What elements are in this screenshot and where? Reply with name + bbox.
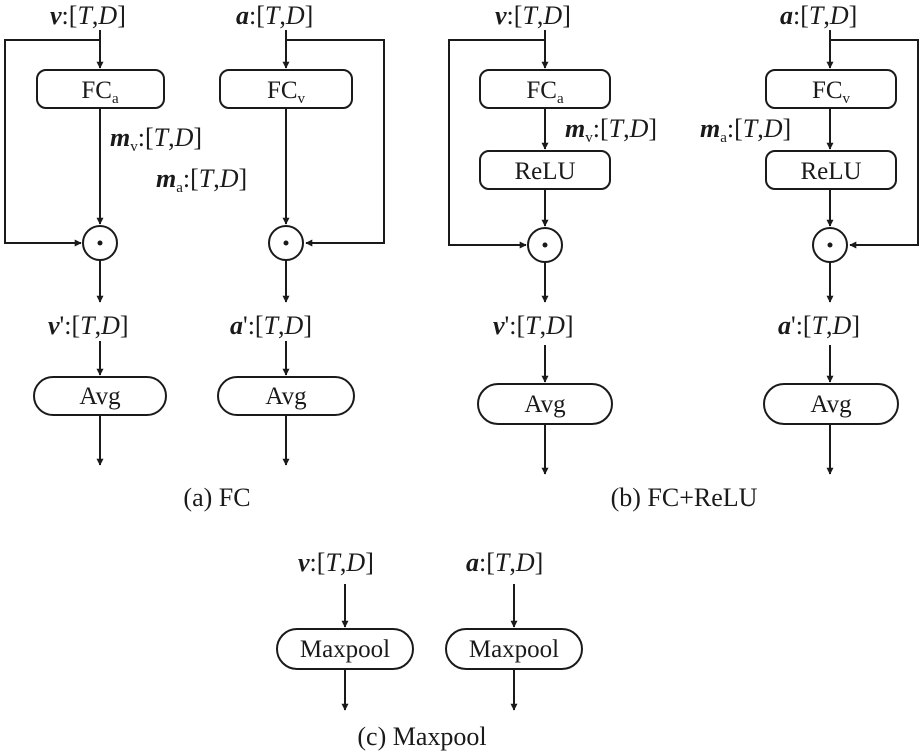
fc-a-input-label: a:[T,D] — [236, 1, 313, 30]
fcrelu-m-v-label: mv:[T,D] — [565, 114, 657, 146]
maxpool-v-input-label: v:[T,D] — [298, 548, 374, 577]
fcrelu-avg-label-left: Avg — [524, 391, 566, 418]
fc-a-box-label: FCa — [81, 77, 119, 107]
fc-avg-label-right: Avg — [265, 383, 307, 410]
panel-maxpool: v:[T,D] a:[T,D] Maxpool Maxpool (c) Maxp… — [276, 548, 583, 751]
fcrelu-skip-connection-right — [830, 39, 919, 249]
fc-v-output-label: v':[T,D] — [48, 311, 129, 340]
fcrelu-fc-a-label: FCa — [526, 77, 564, 107]
fc-avg-label-left: Avg — [79, 383, 121, 410]
fcrelu-v-input-label: v:[T,D] — [495, 1, 571, 30]
fc-v-input-label: v:[T,D] — [50, 1, 126, 30]
maxpool-label-left: Maxpool — [300, 636, 390, 663]
panel-fc-relu: v:[T,D] a:[T,D] FCa mv:[T,D] ReLU v':[T,… — [448, 1, 919, 512]
fc-caption: (a) FC — [183, 483, 250, 512]
fc-multiply-dot-left — [97, 240, 103, 246]
fcrelu-caption: (b) FC+ReLU — [611, 483, 758, 512]
maxpool-caption: (c) Maxpool — [357, 722, 486, 751]
fcrelu-a-input-label: a:[T,D] — [780, 1, 857, 30]
fcrelu-multiply-dot-left — [542, 242, 548, 248]
maxpool-label-right: Maxpool — [469, 636, 559, 663]
fcrelu-relu-label-left: ReLU — [514, 158, 575, 185]
fcrelu-m-a-label: ma:[T,D] — [700, 114, 791, 146]
fcrelu-skip-connection-left — [448, 39, 545, 249]
panel-fc: v:[T,D] a:[T,D] FCa mv:[T,D] v':[T,D] Av… — [4, 1, 385, 512]
fcrelu-avg-label-right: Avg — [810, 391, 852, 418]
fcrelu-a-output-label: a':[T,D] — [778, 311, 860, 340]
fcrelu-relu-label-right: ReLU — [800, 158, 861, 185]
maxpool-a-input-label: a:[T,D] — [466, 548, 543, 577]
fc-m-a-label: ma:[T,D] — [156, 164, 247, 196]
fc-skip-connection-right — [286, 39, 385, 247]
fcrelu-fc-v-label: FCv — [812, 77, 851, 107]
fc-skip-connection-left — [4, 39, 100, 247]
fcrelu-v-output-label: v':[T,D] — [493, 311, 574, 340]
fc-a-output-label: a':[T,D] — [230, 311, 312, 340]
fc-m-v-label: mv:[T,D] — [110, 123, 202, 155]
fcrelu-multiply-dot-right — [827, 242, 833, 248]
fc-multiply-dot-right — [283, 240, 289, 246]
fc-v-box-label: FCv — [267, 77, 306, 107]
